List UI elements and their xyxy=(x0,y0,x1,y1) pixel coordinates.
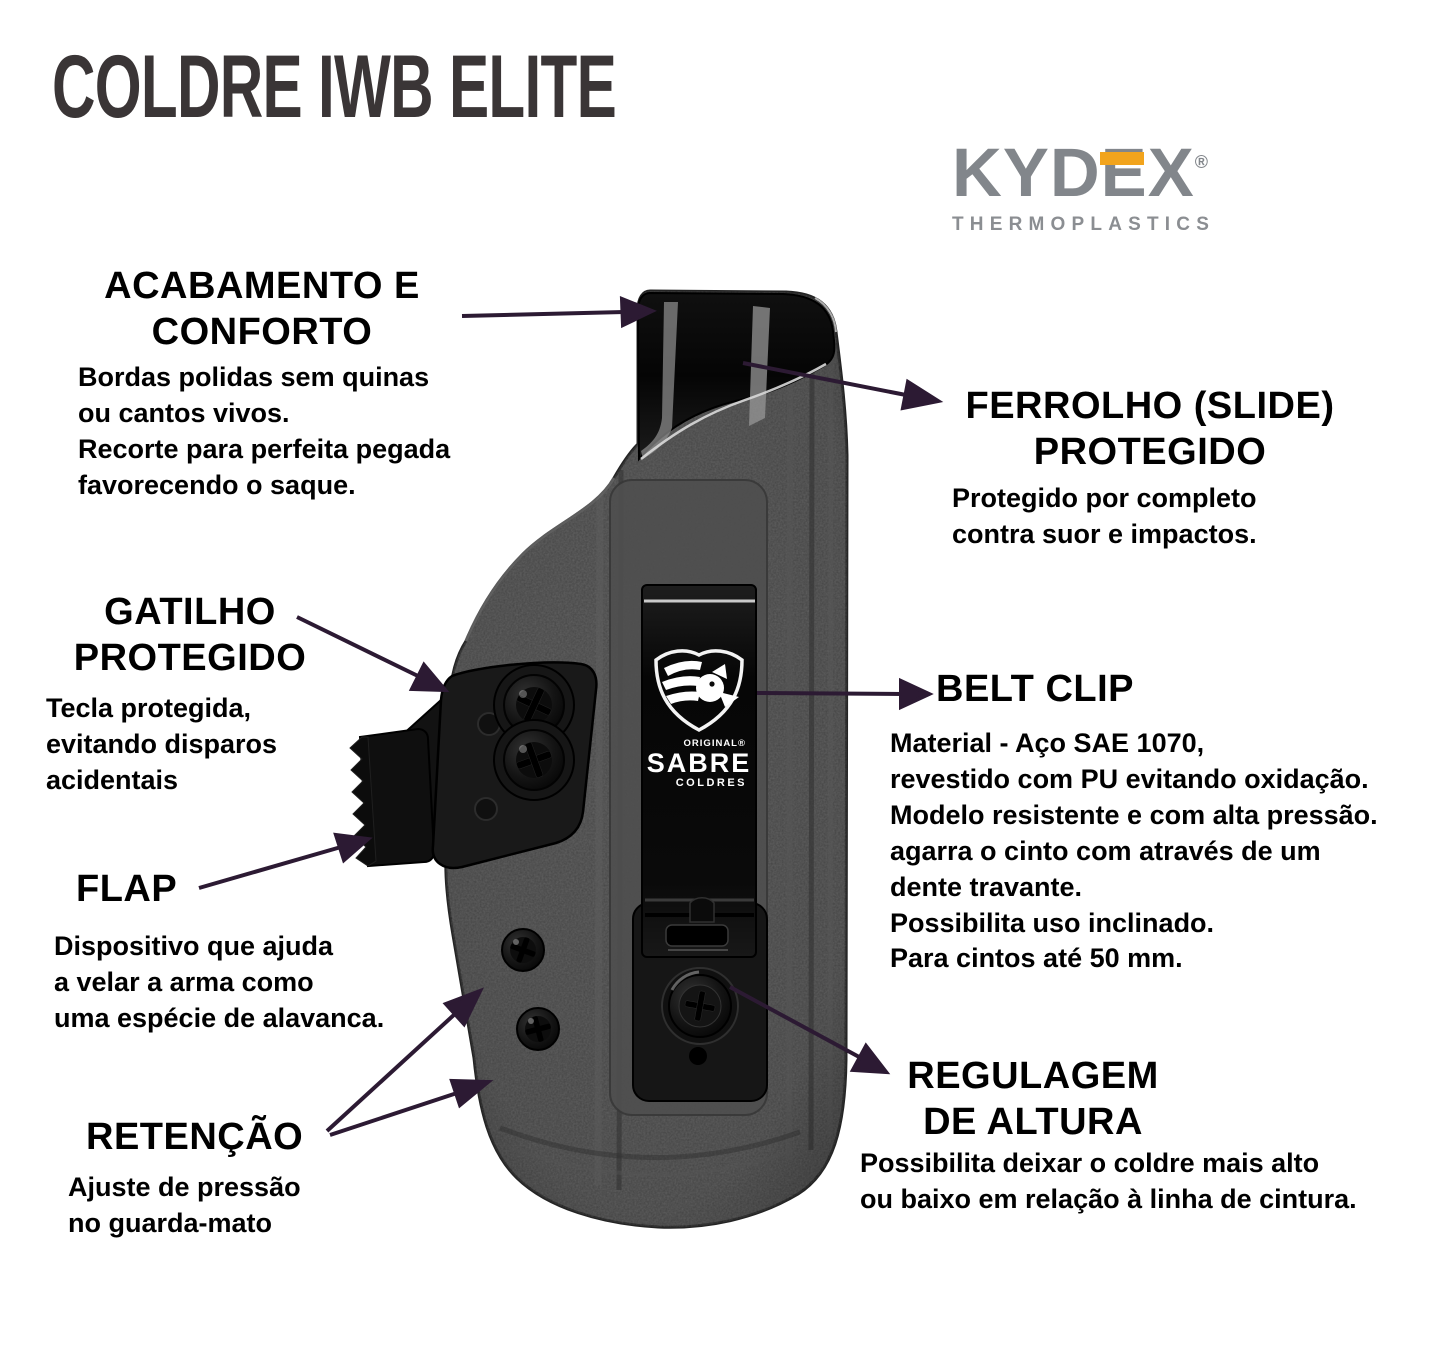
sabre-shield-icon: ORIGINAL® SABRE COLDRES xyxy=(647,649,752,789)
callout-acabamento-heading: ACABAMENTO E CONFORTO xyxy=(104,265,420,354)
callout-flap-heading: FLAP xyxy=(76,868,178,910)
kydex-text: KYDEX xyxy=(952,134,1195,211)
callout-flap-body: Dispositivo que ajuda a velar a arma com… xyxy=(54,931,385,1033)
callout-acabamento-body: Bordas polidas sem quinas ou cantos vivo… xyxy=(78,362,451,500)
emblem-line-text: COLDRES xyxy=(676,777,747,789)
kydex-e-accent-bar xyxy=(1100,152,1144,165)
flap-serrations xyxy=(349,736,377,867)
arrow-flap xyxy=(198,832,373,890)
arrow-ferrolho xyxy=(742,361,944,411)
registered-mark: ® xyxy=(1194,152,1209,172)
retention-screw-top xyxy=(501,928,545,972)
height-adjust-screw xyxy=(661,967,739,1045)
arrow-retencao-lower xyxy=(329,1078,494,1137)
callout-belt-clip-heading: BELT CLIP xyxy=(936,668,1135,710)
callout-gatilho-heading: GATILHO PROTEGIDO xyxy=(73,591,307,680)
callout-retencao-body: Ajuste de pressão no guarda-mato xyxy=(68,1172,301,1238)
adjustment-hole xyxy=(689,1047,707,1065)
callout-ferrolho-body: Protegido por completo contra suor e imp… xyxy=(952,483,1257,549)
clip-slot xyxy=(665,924,729,947)
kydex-wordmark: KYDEX® xyxy=(952,138,1209,207)
clip-lock-tooth xyxy=(689,897,715,923)
callout-gatilho-body: Tecla protegida, evitando disparos acide… xyxy=(46,693,278,795)
callout-regulagem-body: Possibilita deixar o coldre mais alto ou… xyxy=(860,1148,1357,1214)
arrow-belt-clip xyxy=(756,677,934,711)
emblem-original-text: ORIGINAL® xyxy=(684,738,746,749)
shell-fold-highlight xyxy=(640,362,827,460)
kydex-subtitle: THERMOPLASTICS xyxy=(952,214,1216,235)
callout-regulagem-heading: REGULAGEM DE ALTURA xyxy=(907,1055,1159,1144)
slide-area-gloss xyxy=(636,291,837,462)
retention-screw-bottom xyxy=(516,1007,560,1051)
arrow-retencao-upper xyxy=(325,987,485,1133)
arrow-acabamento xyxy=(461,295,657,329)
page-title: COLDRE IWB ELITE xyxy=(52,36,617,137)
flap-screw-bottom xyxy=(493,719,575,801)
kydex-logo: KYDEX® THERMOPLASTICS xyxy=(952,138,1252,236)
sight-channel-stripe xyxy=(641,302,678,459)
arrow-regulagem xyxy=(729,985,891,1075)
callout-belt-clip-body: Material - Aço SAE 1070, revestido com P… xyxy=(890,728,1378,974)
belt-clip xyxy=(641,584,757,958)
flap-assembly xyxy=(349,661,598,870)
arrow-gatilho xyxy=(296,615,450,693)
grip-cutout-edge xyxy=(464,477,616,642)
callout-ferrolho-heading: FERROLHO (SLIDE) PROTEGIDO xyxy=(965,385,1335,474)
callout-arrows xyxy=(198,295,944,1137)
emblem-brand-text: SABRE xyxy=(647,748,752,778)
callout-retencao-heading: RETENÇÃO xyxy=(86,1116,304,1158)
